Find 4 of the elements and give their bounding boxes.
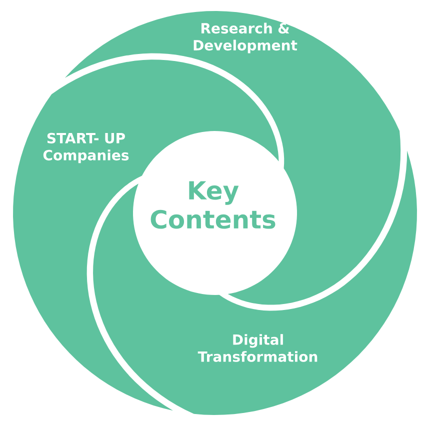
center-title: Key Contents: [150, 181, 276, 229]
segment-label: START- UP Companies: [43, 132, 129, 164]
segment-label: Research & Development: [194, 22, 298, 54]
segment-label: Digital Transformation: [198, 334, 318, 362]
